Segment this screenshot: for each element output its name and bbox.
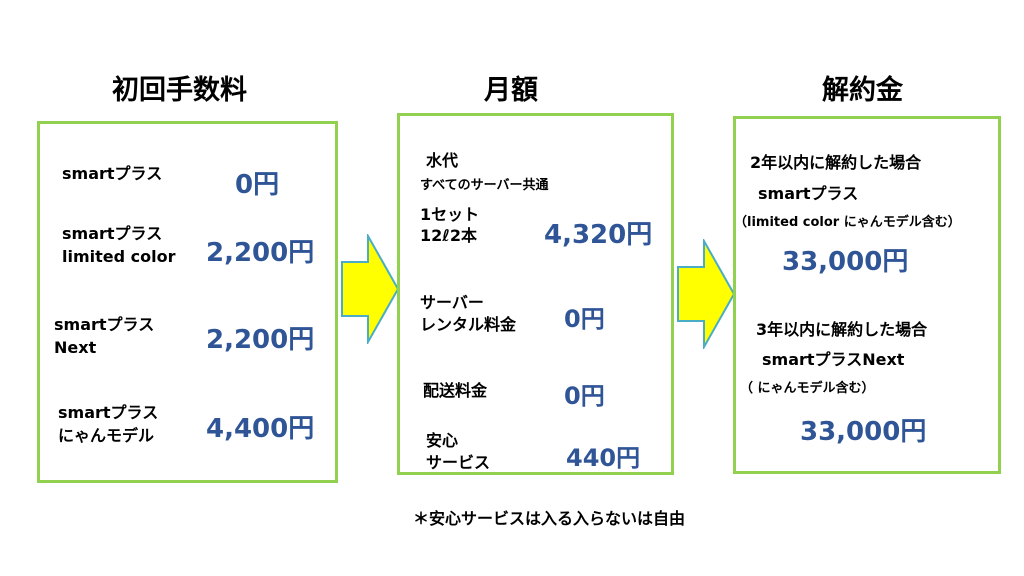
safety-label: 安心 <box>426 431 459 450</box>
initial-item-price: 2,200円 <box>206 238 315 268</box>
water-label: 水代 <box>426 151 459 170</box>
monthly-fee-box: 水代 すべてのサーバー共通 1セット 12ℓ2本 4,320円 サーバー レンタ… <box>397 113 674 475</box>
delivery-label: 配送料金 <box>423 381 488 400</box>
heading-cancellation-fee: 解約金 <box>822 75 903 106</box>
initial-item-sublabel: Next <box>54 338 97 357</box>
cancel-note: （ にゃんモデル含む） <box>740 381 875 396</box>
heading-monthly-fee: 月額 <box>484 75 538 106</box>
initial-item-label: smartプラス <box>62 224 163 243</box>
cancel-model: smartプラス <box>758 184 859 203</box>
initial-item-price: 2,200円 <box>206 325 315 355</box>
initial-item-price: 4,400円 <box>206 414 315 444</box>
cancel-note: （limited color にゃんモデル含む） <box>734 215 961 230</box>
safety-sublabel: サービス <box>426 453 491 472</box>
cancel-price: 33,000円 <box>800 417 927 447</box>
cancel-condition: 3年以内に解約した場合 <box>756 320 928 339</box>
set-label: 1セット <box>420 205 480 224</box>
rental-sublabel: レンタル料金 <box>420 315 517 334</box>
initial-item-sublabel: にゃんモデル <box>58 426 155 445</box>
right-arrow-icon <box>341 234 400 344</box>
right-arrow-icon <box>677 239 736 349</box>
set-price: 4,320円 <box>544 220 653 250</box>
safety-price: 440円 <box>566 444 641 472</box>
initial-item-label: smartプラス <box>54 315 155 334</box>
rental-label: サーバー <box>420 293 484 312</box>
delivery-price: 0円 <box>564 382 605 410</box>
initial-item-label: smartプラス <box>58 403 159 422</box>
heading-initial-fee: 初回手数料 <box>112 75 247 106</box>
cancel-condition: 2年以内に解約した場合 <box>750 153 922 172</box>
initial-item-sublabel: limited color <box>62 247 176 266</box>
cancel-model: smartプラスNext <box>762 350 905 369</box>
footnote: ＊安心サービスは入る入らないは自由 <box>413 509 686 528</box>
water-note: すべてのサーバー共通 <box>420 178 549 193</box>
initial-item-label: smartプラス <box>62 164 163 183</box>
rental-price: 0円 <box>564 305 605 333</box>
set-sublabel: 12ℓ2本 <box>420 226 477 245</box>
initial-fee-box: smartプラス 0円 smartプラス limited color 2,200… <box>37 121 338 483</box>
cancel-price: 33,000円 <box>782 247 909 277</box>
cancellation-fee-box: 2年以内に解約した場合 smartプラス （limited color にゃんモ… <box>733 116 1001 474</box>
initial-item-price: 0円 <box>235 170 280 200</box>
